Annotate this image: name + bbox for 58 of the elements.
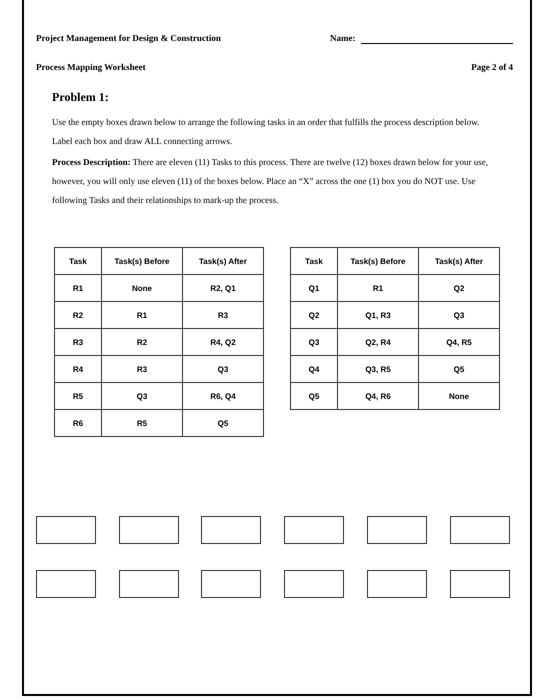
column-header: Task(s) Before: [102, 248, 182, 274]
table-cell: Q5: [418, 356, 500, 382]
table-cell: R1: [338, 274, 418, 302]
table-cell: R6, Q4: [182, 382, 264, 410]
table-cell: R2, Q1: [182, 274, 264, 302]
empty-box: [284, 570, 344, 598]
empty-box: [367, 516, 427, 544]
header-text: Process Mapping Worksheet: [36, 62, 146, 73]
empty-box: [284, 516, 344, 544]
column-header: Task(s) After: [418, 248, 500, 274]
table-cell: Q3: [418, 302, 500, 328]
table-cell: Q2, R4: [338, 328, 418, 356]
empty-box: [450, 516, 510, 544]
empty-box: [201, 516, 261, 544]
table-cell: Q4, R6: [338, 382, 418, 410]
table-cell: Q1, R3: [338, 302, 418, 328]
table-cell: R4: [54, 356, 102, 382]
table-cell: R3: [54, 328, 102, 356]
column-header: Task(s) After: [182, 248, 264, 274]
header-text: Project Management for Design & Construction: [36, 33, 221, 44]
table-cell: Q4, R5: [418, 328, 500, 356]
table-cell: Q5: [182, 410, 264, 436]
instruction-text: Use the empty boxes drawn below to arrange the following tasks in an order that fulfills the process description below. Label each box and draw ALL connecting arrows.: [52, 116, 480, 148]
empty-box: [119, 570, 179, 598]
empty-box: [367, 570, 427, 598]
column-header: Task: [290, 248, 338, 274]
table-cell: R1: [102, 302, 182, 328]
table-cell: Q1: [290, 274, 338, 302]
page-number: Page 2 of 4: [470, 62, 513, 73]
table-cell: R5: [54, 382, 102, 410]
table-cell: R6: [54, 410, 102, 436]
table-cell: Q4: [290, 356, 338, 382]
name-label: Name:: [330, 33, 356, 44]
column-header: Task: [54, 248, 102, 274]
empty-box: [36, 516, 96, 544]
table-cell: R5: [102, 410, 182, 436]
table-cell: R2: [54, 302, 102, 328]
table-cell: R3: [182, 302, 264, 328]
table-cell: R2: [102, 328, 182, 356]
column-header: Task(s) Before: [338, 248, 418, 274]
table-cell: Q2: [290, 302, 338, 328]
empty-box: [119, 516, 179, 544]
problem-heading: Problem 1:: [52, 90, 109, 104]
table-cell: R4, Q2: [182, 328, 264, 356]
instruction-text: Process Description: There are eleven (11) Tasks to this process. There are twelve (12) boxes drawn below for your use, however, you will only use eleven (11) of the boxes below. Place an “X” across the one (1) box you do NOT use. Use following Tasks and their relationships to mark-up the process.: [52, 156, 489, 207]
table-cell: Q3: [290, 328, 338, 356]
empty-box: [201, 570, 261, 598]
empty-box: [450, 570, 510, 598]
table-cell: R1: [54, 274, 102, 302]
table-cell: Q2: [418, 274, 500, 302]
table-cell: R3: [102, 356, 182, 382]
table-cell: Q3, R5: [338, 356, 418, 382]
table-cell: Q3: [102, 382, 182, 410]
table-cell: None: [102, 274, 182, 302]
table-cell: Q5: [290, 382, 338, 410]
table-cell: None: [418, 382, 500, 410]
empty-box: [36, 570, 96, 598]
table-cell: Q3: [182, 356, 264, 382]
